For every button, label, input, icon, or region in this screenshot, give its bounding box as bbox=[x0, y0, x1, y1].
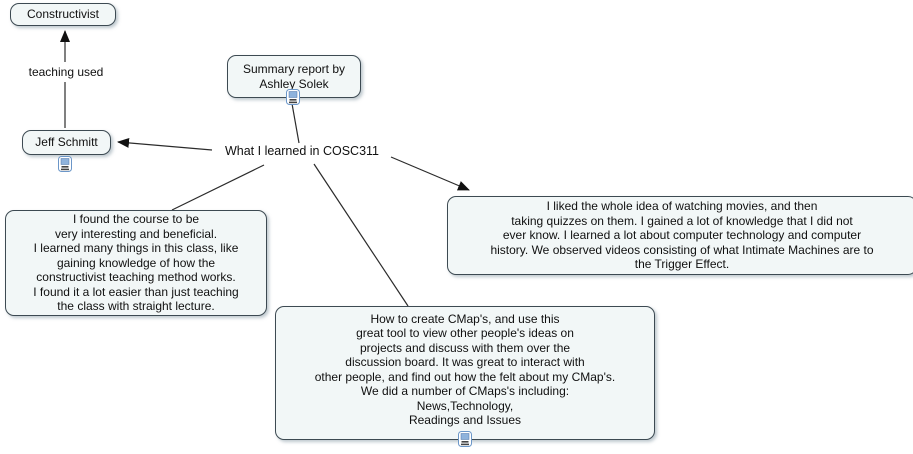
node-constructivist[interactable]: Constructivist bbox=[10, 3, 116, 26]
edge-root-to-course-benefits[interactable] bbox=[171, 164, 265, 211]
node-cmap-skills[interactable]: How to create CMap's, and use this great… bbox=[275, 306, 655, 440]
resource-icon[interactable] bbox=[58, 156, 72, 172]
node-jeff-schmitt[interactable]: Jeff Schmitt bbox=[22, 130, 111, 155]
node-root-what-i-learned[interactable]: What I learned in COSC311 bbox=[224, 144, 379, 158]
linking-phrase-teaching-used[interactable]: teaching used bbox=[28, 65, 104, 79]
resource-icon[interactable] bbox=[458, 431, 472, 447]
edge-root-to-movies-quizzes[interactable] bbox=[390, 156, 470, 191]
edge-summary-report-to-root[interactable] bbox=[290, 97, 300, 144]
edge-root-to-cmap-skills[interactable] bbox=[313, 163, 409, 307]
edge-root-to-jeff-schmitt[interactable] bbox=[117, 137, 213, 151]
node-movies-quizzes[interactable]: I liked the whole idea of watching movie… bbox=[447, 196, 913, 275]
resource-icon[interactable] bbox=[286, 89, 300, 105]
node-course-benefits[interactable]: I found the course to be very interestin… bbox=[5, 210, 267, 316]
